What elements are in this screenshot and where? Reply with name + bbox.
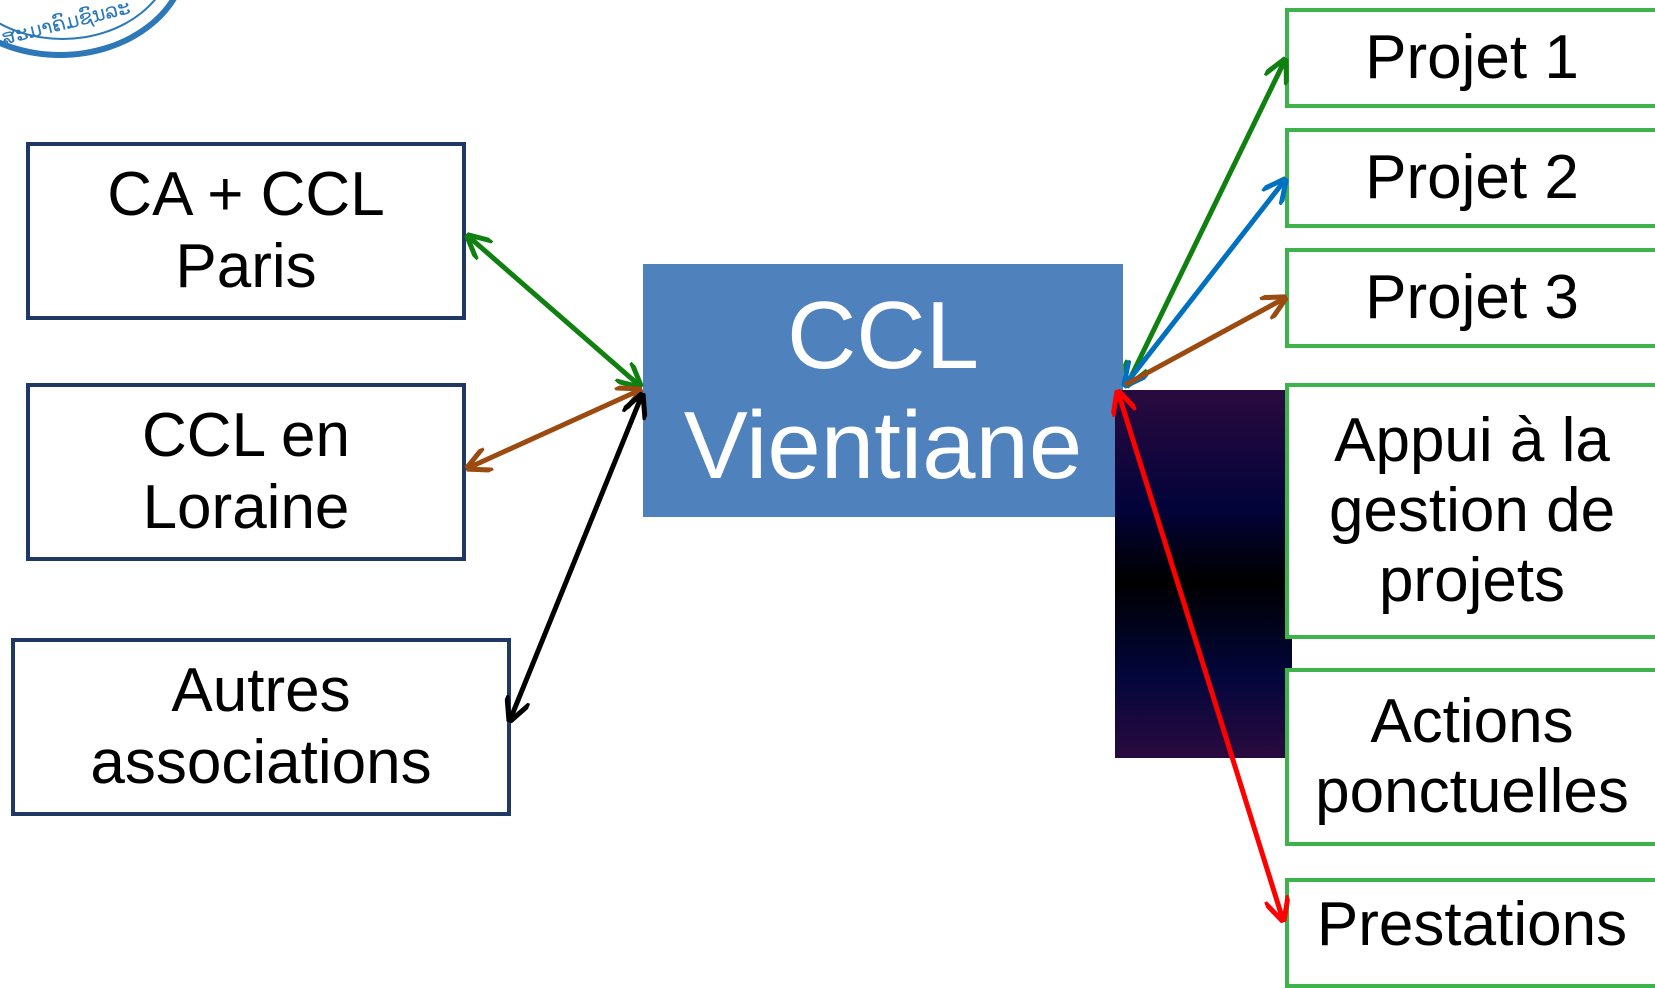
box-projet-1-label: Projet 1	[1365, 23, 1579, 92]
arrow-vientiane-prestations	[1118, 392, 1283, 920]
box-ca-ccl-paris: CA + CCL Paris	[26, 142, 466, 320]
box-ccl-en-loraine-line2: Loraine	[142, 473, 350, 542]
box-projet-3-label: Projet 3	[1365, 263, 1579, 332]
arrow-vientiane-projet-2	[1125, 180, 1285, 385]
box-ccl-en-loraine-line1: CCL en	[142, 401, 350, 470]
box-ccl-en-loraine: CCL en Loraine	[26, 383, 466, 561]
box-projet-1: Projet 1	[1285, 8, 1655, 108]
arrow-loraine-vientiane	[468, 390, 640, 468]
arrow-vientiane-projet-1	[1127, 60, 1285, 385]
box-appui-gestion-projets-line3: projets	[1378, 546, 1566, 615]
box-actions-ponctuelles-line2: ponctuelles	[1315, 757, 1629, 826]
box-ccl-vientiane-line2: Vientiane	[683, 391, 1083, 499]
box-actions-ponctuelles: Actions ponctuelles	[1285, 668, 1655, 846]
box-appui-gestion-projets: Appui à la gestion de projets	[1285, 383, 1655, 639]
box-appui-gestion-projets-line1: Appui à la	[1334, 406, 1610, 475]
box-ca-ccl-paris-line2: Paris	[175, 232, 317, 301]
box-autres-associations-line1: Autres	[171, 656, 351, 725]
box-ccl-vientiane: CCL Vientiane	[643, 264, 1123, 517]
box-prestations-label: Prestations	[1316, 890, 1628, 959]
box-autres-associations-line2: associations	[90, 728, 432, 797]
box-autres-associations: Autres associations	[11, 638, 511, 816]
box-projet-3: Projet 3	[1285, 248, 1655, 348]
box-ca-ccl-paris-line1: CA + CCL	[107, 160, 385, 229]
arrow-autres-vientiane	[510, 395, 642, 720]
arrow-paris-vientiane	[468, 236, 640, 386]
arrow-vientiane-projet-3	[1123, 298, 1285, 388]
box-actions-ponctuelles-line1: Actions	[1370, 687, 1574, 756]
box-ccl-vientiane-line1: CCL	[786, 281, 980, 389]
box-projet-2-label: Projet 2	[1365, 143, 1579, 212]
box-projet-2: Projet 2	[1285, 128, 1655, 228]
box-appui-gestion-projets-line2: gestion de	[1328, 476, 1616, 545]
